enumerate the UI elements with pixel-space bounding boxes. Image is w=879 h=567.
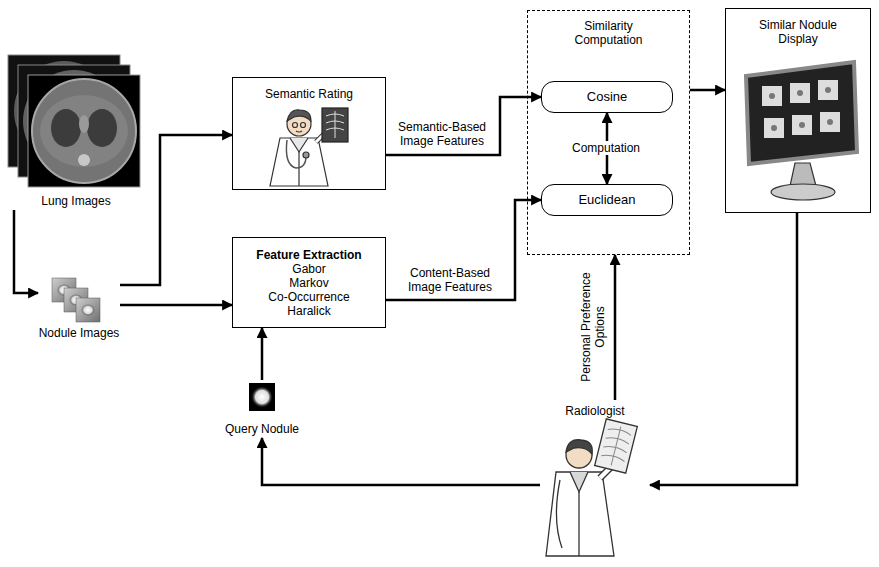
doctor-cartoon	[270, 108, 348, 186]
edge-label: Computation	[561, 141, 651, 155]
process-box: Semantic Rating	[232, 77, 386, 190]
node-title: Nodule Images	[39, 326, 120, 340]
node-item: Co-Occurrence	[268, 290, 349, 304]
connector-arrow	[690, 89, 725, 92]
ct-image-stack	[8, 55, 140, 187]
node-title: Radiologist	[565, 404, 624, 418]
connector-arrow	[386, 97, 541, 155]
connector-arrow	[614, 255, 617, 400]
connector-arrow	[120, 304, 232, 307]
edge-label: Semantic-Based Image Features	[392, 120, 492, 148]
node-title: Semantic Rating	[265, 87, 353, 101]
connector-arrow	[261, 328, 264, 380]
node-title: Cosine	[587, 89, 627, 105]
node-title: Similarity Computation	[559, 19, 659, 47]
image-node: Query Nodule	[222, 380, 302, 438]
connector-arrow	[262, 438, 540, 485]
edge-label: Content-Based Image Features	[400, 266, 500, 294]
group-box: Similarity ComputationCosineEuclidean	[527, 10, 690, 255]
query-nodule-image	[249, 383, 275, 411]
node-title: Euclidean	[578, 192, 635, 208]
node-title: Similar Nodule Display	[748, 18, 848, 46]
radiologist-figure	[546, 419, 637, 556]
node-title: Feature Extraction	[256, 248, 361, 262]
node-title: Lung Images	[41, 194, 110, 208]
image-stack-node: Lung Images	[5, 55, 147, 210]
node-item: Haralick	[287, 304, 330, 318]
connector-arrow	[386, 200, 541, 300]
process-box: Feature ExtractionGaborMarkovCo-Occurren…	[232, 237, 386, 328]
nodule-thumbnails	[52, 278, 100, 322]
connector-arrow	[650, 213, 797, 485]
node-item: Markov	[289, 276, 328, 290]
method-box: Cosine	[541, 81, 673, 113]
node-title: Query Nodule	[225, 422, 299, 436]
connector-arrow	[120, 135, 232, 285]
monitor-illustration	[746, 62, 857, 200]
image-node: Nodule Images	[38, 276, 120, 342]
connector-arrow	[14, 210, 38, 293]
node-item: Gabor	[292, 262, 325, 276]
method-box: Euclidean	[541, 184, 673, 216]
display-box: Similar Nodule Display	[725, 8, 871, 213]
figure-node: Radiologist	[540, 400, 650, 562]
edge-label: Personal Preference Options	[579, 267, 607, 387]
